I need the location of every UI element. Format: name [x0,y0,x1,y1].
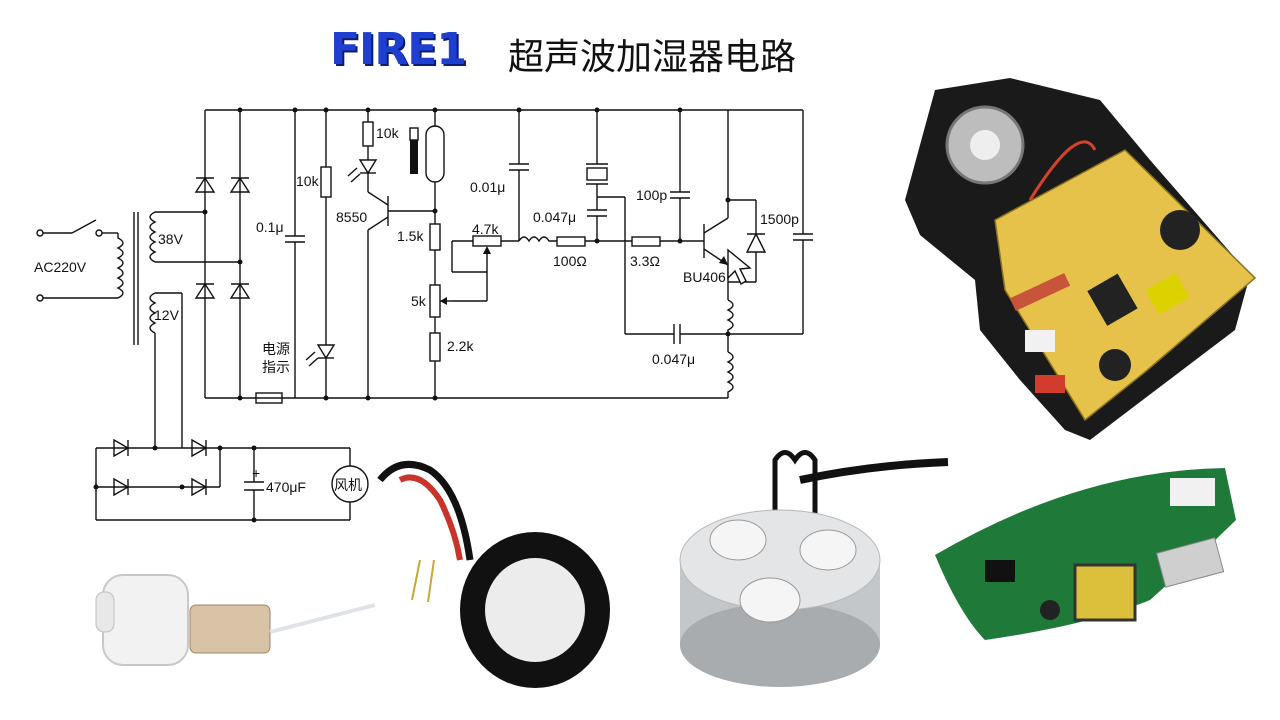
bridge-rectifier-main [194,107,251,401]
power-rails [205,109,803,399]
svg-text:+: + [252,465,260,481]
water-level-detector [347,107,435,401]
transducer-disc-photo [377,460,610,688]
ac-source-label: AC220V [34,259,87,275]
cap-1500p [793,110,813,334]
res-10k-b-label: 10k [296,173,320,189]
small-board-photo [935,468,1236,640]
transistor-bu406-label: BU406 [683,269,726,285]
fuse [255,392,283,404]
secondary-38v-label: 38V [158,231,184,247]
pot-5k-label: 5k [411,293,427,309]
pot-4.7k [451,235,519,273]
divider-chain [429,223,488,401]
power-indicator-label-1: 电源 [262,342,290,358]
cap-100p-label: 100p [636,187,667,203]
mouse-cursor [727,248,752,286]
atomizer-head-photo [679,450,949,687]
res-10k-a-label: 10k [376,125,400,141]
res-3.3-label: 3.3Ω [630,253,660,269]
cap-0.01u-label: 0.01μ [470,179,505,195]
driver-board-photo [905,78,1257,440]
choke-and-100-ohm [518,236,632,247]
transformer [36,211,240,448]
cap-0.1u [285,107,305,398]
res-1.5k-label: 1.5k [397,228,424,244]
cap-1500p-label: 1500p [760,211,799,227]
power-indicator [305,107,336,401]
cap-0.047u-top-label: 0.047μ [533,209,576,225]
res-100-label: 100Ω [553,253,587,269]
cap-0.1u-label: 0.1μ [256,219,284,235]
transistor-8550-label: 8550 [336,209,367,225]
output-coils [725,299,734,398]
cap-0.01u [509,107,529,241]
cap-0.047u-bottom-label: 0.047μ [652,351,695,367]
cap-470u-label: 470μF [266,479,306,495]
pot-4.7k-label: 4.7k [472,221,499,237]
page-title: 超声波加湿器电路 [508,37,797,78]
float-switch-photo [95,574,376,666]
cap-100p [670,107,690,244]
brand-logo: FIRE1 [330,24,467,75]
reed-switch [409,107,445,224]
res-2.2k-label: 2.2k [447,338,474,354]
fan-label: 风机 [334,478,362,494]
cap-0.047u-bottom [625,324,803,344]
transistor-bu406 [703,110,767,300]
secondary-12v-label: 12V [154,307,180,323]
power-indicator-label-2: 指示 [262,360,290,376]
crystal-branch [586,107,626,334]
res-3.3 [631,236,704,247]
fan-supply: + [93,438,369,523]
